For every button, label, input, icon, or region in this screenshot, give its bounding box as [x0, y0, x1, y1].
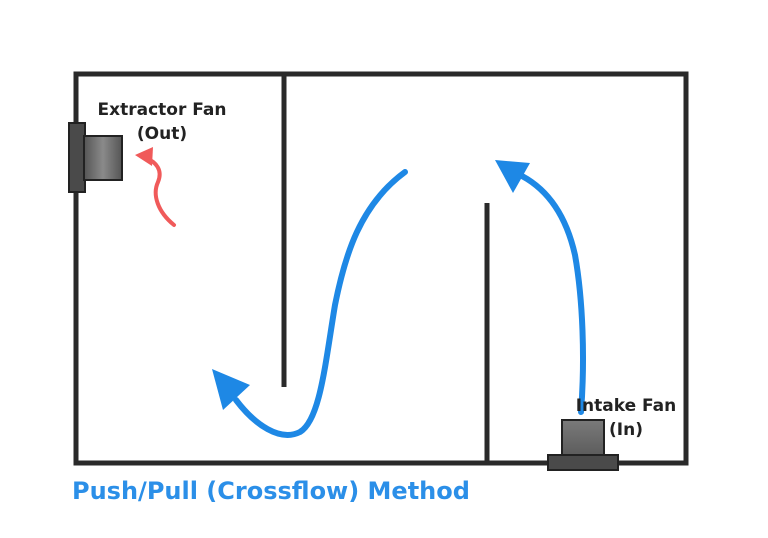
crossflow-airflow-head [212, 369, 250, 410]
diagram-caption: Push/Pull (Crossflow) Method [72, 477, 470, 505]
intake-airflow-head [495, 160, 530, 193]
extractor-fan-label-direction: (Out) [137, 124, 187, 144]
exhaust-arrow-head [135, 147, 153, 166]
intake-fan-flange [547, 454, 619, 471]
intake-fan-label-name: Intake Fan [576, 396, 677, 416]
exhaust-arrow [135, 147, 176, 227]
extractor-fan-label-name: Extractor Fan [98, 100, 227, 120]
extractor-fan [68, 122, 123, 193]
intake-airflow-arrow [495, 160, 586, 415]
crossflow-airflow-path [233, 169, 408, 438]
extractor-fan-body [83, 135, 123, 181]
extractor-fan-flange [68, 122, 86, 193]
intake-fan [547, 419, 619, 471]
intake-fan-label-direction: (In) [609, 420, 643, 440]
crossflow-airflow-arrow [212, 169, 408, 438]
intake-airflow-path [519, 173, 586, 415]
enclosure-outline [73, 71, 689, 466]
intake-fan-body [561, 419, 605, 459]
exhaust-arrow-path [144, 156, 176, 227]
